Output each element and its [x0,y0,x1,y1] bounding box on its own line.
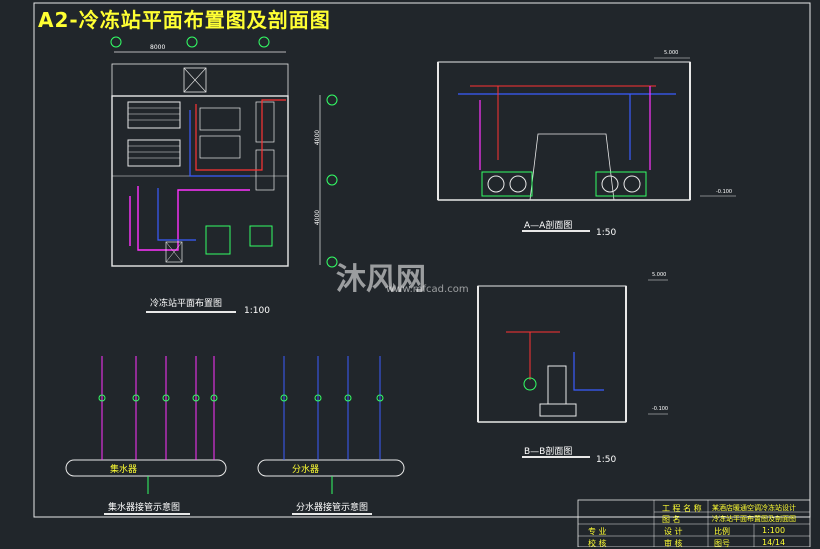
section-a-level-top: 5.000 [664,50,679,56]
tb-major-label: 专 业 [588,527,607,536]
plan-view-scale: 1:100 [244,306,270,316]
title-block [577,499,811,547]
tb-drawing-value: 冷冻站平面布置图及剖面图 [712,515,796,523]
section-a-view [437,57,736,232]
tb-check-label: 校 核 [588,539,607,548]
section-a-scale: 1:50 [596,228,617,238]
tb-scale-label: 比例 [714,527,730,536]
section-b-title: B—B剖面图 [524,447,573,457]
tb-scale-value: 1:100 [762,526,786,535]
section-b-level-top: 5.000 [652,272,667,278]
collector-title: 集水器接管示意图 [108,503,181,513]
collector-vessel-label: 集水器 [110,465,138,475]
tb-drawing-label: 图 名 [662,515,681,524]
plan-view [110,36,338,313]
plan-view-title: 冷冻站平面布置图 [150,299,223,309]
tb-sheet-value: 14/14 [762,538,786,547]
distributor-diagram [257,356,405,515]
watermark-url: www.mfcad.com [386,284,469,295]
tb-review-label: 审 核 [664,539,683,548]
distributor-title: 分水器接管示意图 [296,503,369,513]
tb-design-label: 设 计 [664,527,683,536]
tb-sheet-label: 图号 [714,539,730,548]
plan-dim-depth-2: 4000 [314,209,322,226]
sheet-frame [33,2,811,518]
section-a-level-bottom: -0.100 [716,189,733,195]
tb-project-label: 工 程 名 称 [662,504,702,513]
plan-dim-depth-1: 4000 [314,129,322,146]
section-b-scale: 1:50 [596,455,617,465]
watermark-brand: 沐风网 [336,262,426,297]
tb-project-value: 某酒店暖通空调冷冻站设计 [712,504,796,512]
drawing-title: A2-冷冻站平面布置图及剖面图 [38,8,331,32]
section-b-view [477,279,668,458]
section-b-level-bottom: -0.100 [652,406,669,412]
plan-dim-width: 8000 [150,44,166,51]
distributor-vessel-label: 分水器 [292,465,320,475]
section-a-title: A—A剖面图 [524,221,573,231]
collector-diagram [65,356,227,515]
